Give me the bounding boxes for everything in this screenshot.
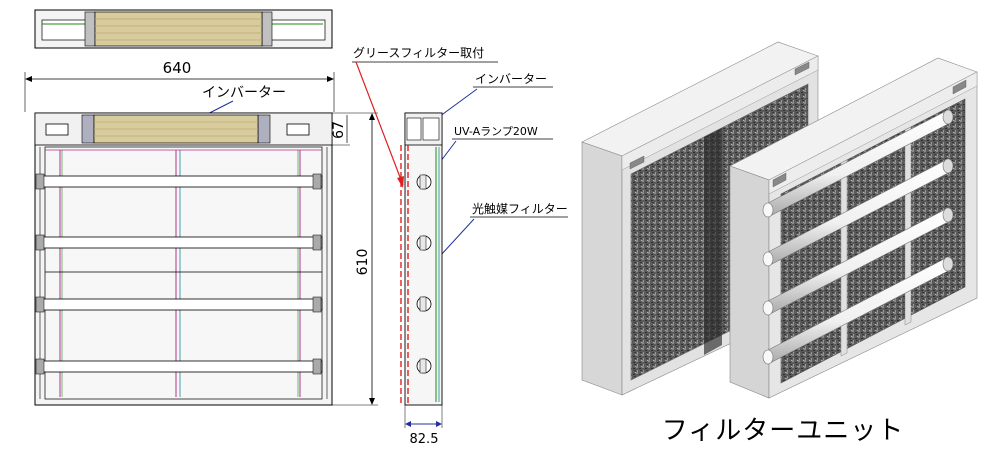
side-view: グリースフィルター取付 インバーター UV-Aランプ20W 光触媒フィルター <box>352 46 568 447</box>
filter-unit-caption: フィルターユニット <box>661 416 905 446</box>
inverter-label-front: インバーター <box>202 85 286 101</box>
front-view: 640 インバーター <box>24 59 378 406</box>
filter-unit-3d-render <box>581 41 978 399</box>
inverter-label-side: インバーター <box>475 72 547 86</box>
lamp-bars <box>35 173 323 375</box>
top-view <box>34 9 333 49</box>
uv-lamp-label: UV-Aランプ20W <box>454 125 538 138</box>
width-dimension: 640 <box>163 59 192 77</box>
height-dimension: 610 <box>355 249 371 276</box>
grease-filter-label: グリースフィルター取付 <box>353 46 484 60</box>
photocatalyst-label: 光触媒フィルター <box>472 202 568 216</box>
depth-dimension: 82.5 <box>410 432 439 447</box>
top-height-dimension: 67 <box>331 121 347 139</box>
uv-lamp-panel <box>729 57 978 399</box>
uv-lamp-tubes <box>762 109 954 365</box>
